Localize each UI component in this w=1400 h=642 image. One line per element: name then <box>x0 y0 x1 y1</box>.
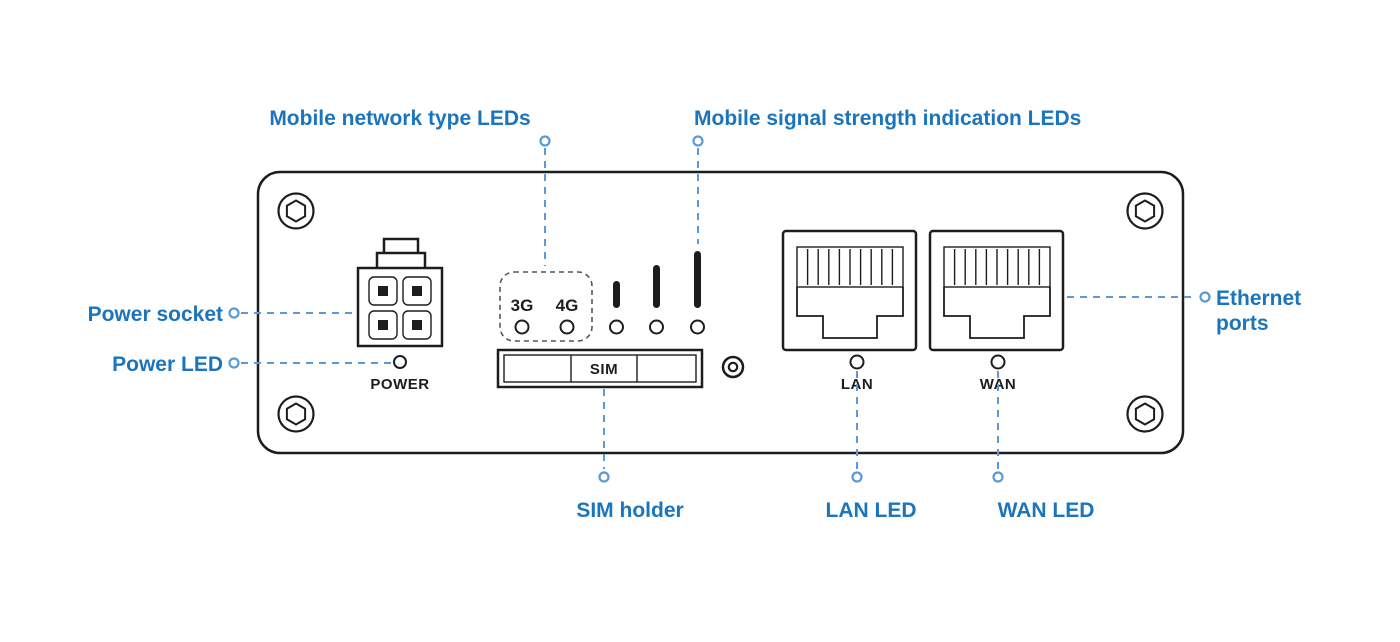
power-label: POWER <box>370 376 429 393</box>
network-type-dashed-box <box>499 271 593 342</box>
signal-strength-leds <box>609 251 705 335</box>
ethernet-port-lan <box>781 229 918 352</box>
signal-bar-1 <box>613 281 620 308</box>
screw-icon-bottom-right <box>1126 395 1164 433</box>
signal-bar-3 <box>694 251 701 308</box>
socket-pin <box>412 286 422 296</box>
callout-power-socket: Power socket <box>88 303 223 326</box>
callout-dot-sim-holder <box>598 471 610 483</box>
callout-lan-led: LAN LED <box>826 499 917 522</box>
callout-ethernet-ports-line2: ports <box>1216 312 1269 335</box>
callout-ethernet-ports-line1: Ethernet <box>1216 287 1301 310</box>
callout-dot-power-socket <box>228 307 240 319</box>
socket-pin <box>378 286 388 296</box>
wan-led-indicator <box>990 354 1006 370</box>
callout-power-led: Power LED <box>112 353 223 376</box>
callout-dot-lan-led <box>851 471 863 483</box>
callout-sim-holder: SIM holder <box>576 499 683 522</box>
lan-led-indicator <box>849 354 865 370</box>
callout-wan-led: WAN LED <box>998 499 1095 522</box>
sim-label: SIM <box>590 361 618 378</box>
screw-icon-top-right <box>1126 192 1164 230</box>
socket-pin <box>412 320 422 330</box>
callout-mobile-signal-strength: Mobile signal strength indication LEDs <box>694 107 1081 130</box>
signal-led-2 <box>649 319 664 335</box>
ethernet-port-wan <box>928 229 1065 352</box>
label-4g: 4G <box>556 296 579 315</box>
callout-mobile-network-type: Mobile network type LEDs <box>269 107 530 130</box>
callout-dot-wan-led <box>992 471 1004 483</box>
reset-button <box>721 355 745 379</box>
led-4g <box>559 319 575 335</box>
screw-icon-bottom-left <box>277 395 315 433</box>
mobile-network-type-leds: 3G 4G <box>499 271 593 342</box>
callout-dot-ethernet-ports <box>1199 291 1211 303</box>
power-socket <box>356 237 444 348</box>
callout-dot-mobile-signal-strength <box>692 135 704 147</box>
signal-led-1 <box>609 319 624 335</box>
callouts: Mobile network type LEDs Mobile signal s… <box>88 107 1302 522</box>
signal-bar-2 <box>653 265 660 308</box>
callout-dot-mobile-network-type <box>539 135 551 147</box>
screw-icon-top-left <box>277 192 315 230</box>
label-3g: 3G <box>511 296 534 315</box>
signal-led-3 <box>690 319 705 335</box>
power-led-indicator <box>393 355 407 369</box>
sim-holder-tray: SIM <box>496 348 704 389</box>
callout-dot-power-led <box>228 357 240 369</box>
socket-pin <box>378 320 388 330</box>
led-3g <box>514 319 530 335</box>
